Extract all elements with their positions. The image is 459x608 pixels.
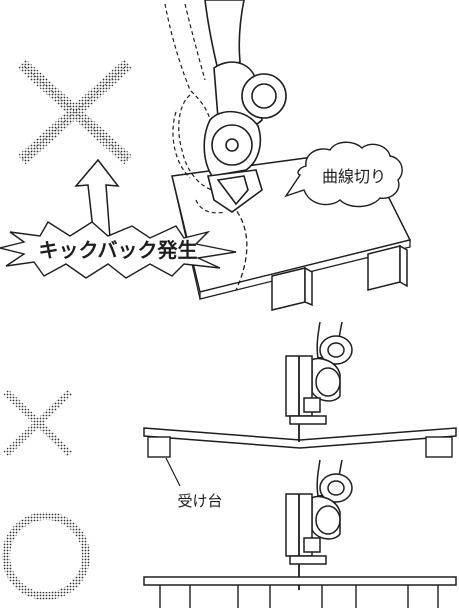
circular-saw-bottom (285, 459, 353, 590)
support-slats-bottom (159, 585, 439, 608)
curve-cut-bubble (284, 141, 403, 208)
board-bent (143, 427, 457, 449)
wrong-mark-middle (3, 389, 73, 457)
circular-saw-top (203, 0, 287, 213)
correct-mark-bottom (2, 512, 90, 600)
support-pointer (165, 457, 181, 487)
kickback-burst (0, 221, 237, 279)
board-flat (143, 576, 457, 586)
kickback-ghost-saw (164, 3, 226, 214)
support-blocks-middle (147, 436, 453, 458)
curve-cut-label: 曲線切り (322, 167, 386, 186)
support-label: 受け台 (177, 492, 222, 510)
kickback-label: キックバック発生 (39, 238, 198, 262)
curve-cut-line (231, 204, 248, 291)
support-blocks-top (271, 244, 408, 311)
circular-saw-middle (285, 321, 353, 442)
wrong-mark-top (17, 59, 133, 165)
